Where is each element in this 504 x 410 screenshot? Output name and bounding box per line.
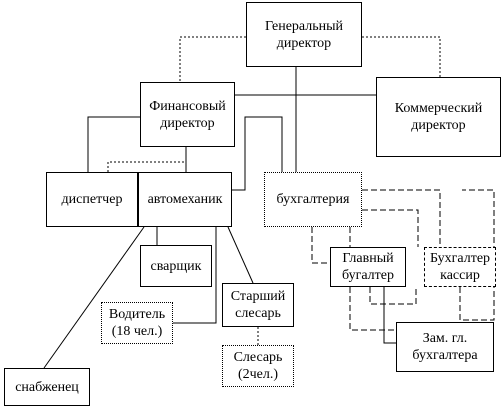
connector-dispatch-bracket — [107, 161, 186, 172]
connector-cashier-loop — [459, 189, 495, 321]
node-driver-line1: Водитель — [108, 307, 166, 322]
node-welder: сварщик — [140, 245, 212, 287]
node-cashier: Бухгалтер кассир — [424, 247, 496, 287]
node-supplier-label: снабженец — [15, 379, 79, 395]
connector-mechanic-driver — [173, 227, 217, 324]
node-dispatcher: диспетчер — [46, 172, 138, 227]
node-supplier: снабженец — [4, 368, 90, 406]
node-accounting-label: бухгалтерия — [276, 192, 350, 207]
node-general-director-line2: директор — [276, 35, 332, 51]
node-welder-label: сварщик — [150, 258, 202, 274]
connector-accounting-cashier-inner — [362, 209, 419, 247]
connector-chief-cashier — [369, 287, 417, 305]
node-chief-accountant-line2: бугалтер — [342, 268, 394, 283]
connector-mechanic-accounting — [232, 116, 283, 191]
node-fitter-line1: Слесарь — [233, 350, 283, 365]
node-cashier-line1: Бухгалтер — [429, 251, 491, 266]
node-deputy-chief-accountant-line2: бухгалтера — [412, 348, 478, 363]
node-financial-director: Финансовый директор — [140, 82, 235, 147]
connector-chief-deputy — [349, 287, 396, 331]
connector-accounting-cashier — [362, 189, 441, 247]
node-driver-line2: (18 чел.) — [111, 324, 163, 339]
node-mechanic-label: автомеханик — [147, 192, 223, 207]
node-commercial-director-line2: директор — [411, 118, 466, 133]
node-chief-accountant: Главный бугалтер — [330, 247, 406, 287]
node-dispatcher-label: диспетчер — [61, 192, 123, 207]
connector-mechanic-senior-fitter — [227, 226, 254, 284]
node-senior-fitter: Старший слесарь — [222, 283, 294, 327]
node-deputy-chief-accountant-line1: Зам. гл. — [422, 331, 468, 346]
connector-accounting-chief — [311, 227, 330, 264]
node-financial-director-line1: Финансовый — [149, 98, 226, 114]
connector-mechanic-supplier — [43, 226, 145, 369]
node-commercial-director: Коммерческий директор — [376, 77, 501, 157]
node-commercial-director-line1: Коммерческий — [394, 101, 483, 116]
node-accounting: бухгалтерия — [264, 172, 362, 227]
connector-financial-dispatcher — [87, 116, 140, 172]
node-senior-fitter-line2: слесарь — [235, 306, 281, 321]
node-fitter: Слесарь (2чел.) — [222, 345, 294, 387]
node-fitter-line2: (2чел.) — [237, 367, 279, 382]
connector-general-financial — [179, 36, 246, 82]
node-mechanic: автомеханик — [138, 172, 232, 227]
connector-chief-deputy-solid — [383, 287, 396, 344]
node-chief-accountant-line1: Главный — [342, 251, 394, 266]
node-senior-fitter-line1: Старший — [230, 289, 286, 304]
node-financial-director-line2: директор — [160, 115, 215, 131]
node-general-director: Генеральный директор — [246, 2, 362, 67]
node-cashier-line2: кассир — [440, 268, 480, 283]
node-driver: Водитель (18 чел.) — [101, 302, 173, 344]
node-general-director-line1: Генеральный — [264, 18, 344, 34]
node-deputy-chief-accountant: Зам. гл. бухгалтера — [396, 322, 494, 372]
connector-general-commercial — [362, 36, 441, 77]
